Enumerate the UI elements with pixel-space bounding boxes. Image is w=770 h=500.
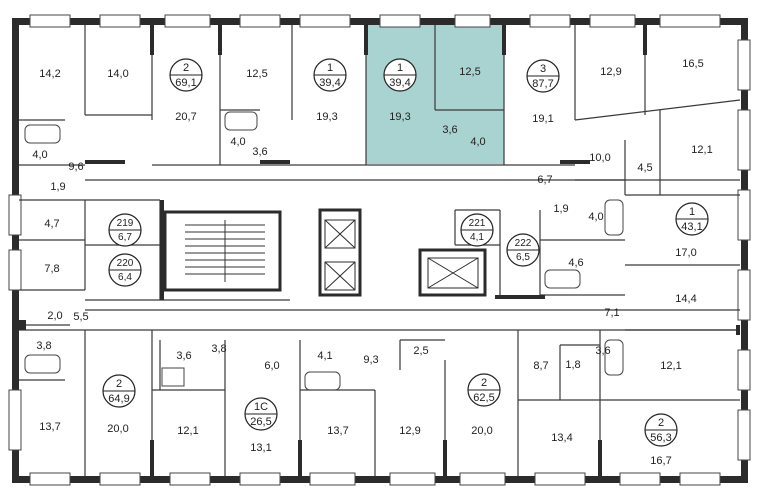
room-area: 10,0 <box>589 152 610 164</box>
room-area: 14,0 <box>107 68 128 80</box>
room-area: 20,0 <box>471 425 492 437</box>
room-area: 9,3 <box>363 354 378 366</box>
room-area: 8,7 <box>533 360 548 372</box>
room-area: 4,0 <box>32 149 47 161</box>
room-area: 12,1 <box>177 425 198 437</box>
room-area: 12,9 <box>399 425 420 437</box>
apt-rooms: 1 <box>327 62 333 74</box>
room-area: 12,5 <box>459 66 480 78</box>
room-area: 3,6 <box>442 124 457 136</box>
elevators <box>318 208 487 297</box>
apartment-labels: 2 69,1 1 39,4 1 39,4 3 87,7 1 43,1 219 6… <box>108 62 702 444</box>
apt-rooms: 221 <box>469 218 486 229</box>
room-area: 20,0 <box>107 423 128 435</box>
apt-rooms: 1 <box>397 62 403 74</box>
room-area: 2,0 <box>47 310 62 322</box>
room-area: 3,6 <box>176 350 191 362</box>
room-area: 13,4 <box>551 432 572 444</box>
apt-area: 26,5 <box>250 416 271 428</box>
apt-area: 69,1 <box>175 77 196 89</box>
room-area: 4,0 <box>470 136 485 148</box>
room-area: 1,8 <box>565 359 580 371</box>
room-area: 12,9 <box>600 66 621 78</box>
apt-area: 87,7 <box>532 78 553 90</box>
room-area: 13,7 <box>39 421 60 433</box>
room-area: 17,0 <box>675 247 696 259</box>
room-area: 14,2 <box>39 68 60 80</box>
room-area: 19,1 <box>532 113 553 125</box>
room-area: 12,1 <box>691 144 712 156</box>
apt-area: 56,3 <box>650 432 671 444</box>
apt-rooms: 2 <box>183 62 189 74</box>
stair-core <box>163 210 282 292</box>
apt-area: 43,1 <box>681 221 702 233</box>
apt-area: 39,4 <box>319 77 340 89</box>
room-area: 4,0 <box>588 211 603 223</box>
room-area: 1,9 <box>50 181 65 193</box>
apt-area: 39,4 <box>389 77 410 89</box>
room-area: 9,6 <box>68 161 83 173</box>
apt-rooms: 2 <box>116 378 122 390</box>
apt-rooms: 1 <box>689 206 695 218</box>
apt-area: 64,9 <box>108 393 129 405</box>
apt-rooms: 1С <box>254 401 268 413</box>
apt-rooms: 2 <box>658 417 664 429</box>
room-area: 19,3 <box>316 111 337 123</box>
apt-area: 6,4 <box>118 272 132 283</box>
windows <box>8 14 751 486</box>
room-area: 3,8 <box>211 343 226 355</box>
apt-area: 6,5 <box>516 252 530 263</box>
apt-rooms: 2 <box>481 377 487 389</box>
room-area: 6,0 <box>264 360 279 372</box>
room-area: 12,5 <box>246 68 267 80</box>
marker-dividers <box>103 74 708 431</box>
room-area: 3,6 <box>595 345 610 357</box>
room-area: 1,9 <box>553 203 568 215</box>
apt-area: 4,1 <box>470 232 484 243</box>
room-area: 4,6 <box>568 257 583 269</box>
room-area: 7,1 <box>604 307 619 319</box>
apt-rooms: 3 <box>540 63 546 75</box>
apt-rooms: 220 <box>117 258 134 269</box>
room-area: 13,1 <box>250 442 271 454</box>
room-area: 4,5 <box>637 162 652 174</box>
apt-rooms: 219 <box>117 218 134 229</box>
bathtubs <box>24 111 624 391</box>
room-area: 3,8 <box>36 340 51 352</box>
room-labels: 14,2 14,0 20,7 12,5 19,3 12,5 19,3 3,6 4… <box>32 58 712 467</box>
room-area: 5,5 <box>73 311 88 323</box>
room-area: 4,7 <box>44 218 59 230</box>
partition-walls <box>16 25 740 476</box>
room-area: 4,1 <box>317 350 332 362</box>
room-area: 14,4 <box>675 293 696 305</box>
room-area: 6,7 <box>537 174 552 186</box>
apt-rooms: 222 <box>515 238 532 249</box>
room-area: 19,3 <box>389 111 410 123</box>
room-area: 2,5 <box>413 345 428 357</box>
room-area: 4,0 <box>230 136 245 148</box>
room-area: 16,5 <box>682 58 703 70</box>
room-area: 20,7 <box>175 111 196 123</box>
corridor <box>85 179 740 311</box>
room-area: 7,8 <box>44 263 59 275</box>
room-area: 16,7 <box>650 455 671 467</box>
room-area: 13,7 <box>327 425 348 437</box>
apt-area: 62,5 <box>473 392 494 404</box>
room-area: 12,1 <box>660 360 681 372</box>
room-area: 3,6 <box>252 146 267 158</box>
apt-area: 6,7 <box>118 232 132 243</box>
